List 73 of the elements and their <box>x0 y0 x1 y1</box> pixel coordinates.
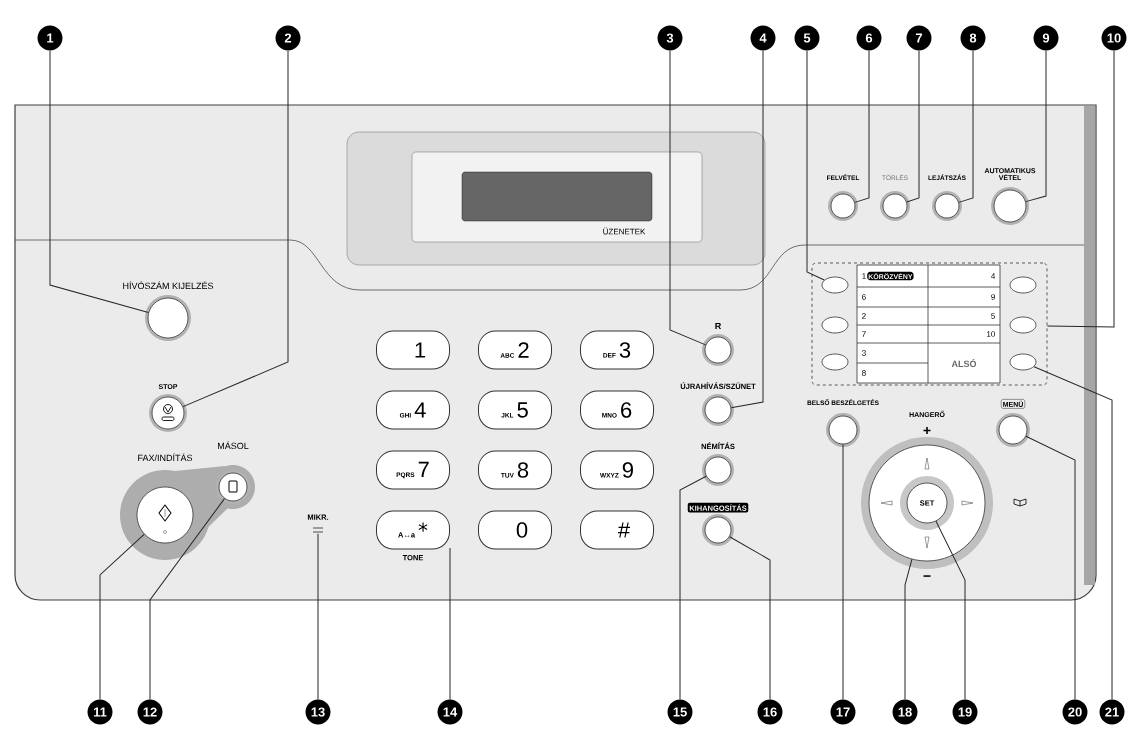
leader-line <box>317 533 319 700</box>
leader-line <box>842 443 844 700</box>
one-touch-button <box>1009 353 1037 371</box>
leader-line <box>1025 50 1047 203</box>
cell-label: 2 <box>862 313 866 319</box>
minus-sign: − <box>923 575 931 577</box>
callout-number: 10 <box>1101 25 1127 51</box>
labeled-button: R <box>702 322 734 366</box>
callout-number: 6 <box>856 25 882 51</box>
one-touch-button <box>1009 316 1037 334</box>
keypad-key: # <box>580 510 654 550</box>
node-label: MÁSOL <box>217 441 249 450</box>
leader-line <box>1025 435 1076 700</box>
one-touch-button <box>1009 276 1037 294</box>
callout-number: 18 <box>892 699 918 725</box>
cell-label: 6 <box>862 294 866 300</box>
cell-label: ALSÓ <box>951 358 977 368</box>
cell-label: 8 <box>862 370 866 376</box>
callout-number: 19 <box>952 699 978 725</box>
one-touch-button <box>821 316 849 334</box>
node-label: R <box>715 322 722 330</box>
leader-line <box>669 50 707 346</box>
cell-label: 10 <box>987 331 995 337</box>
leader-line <box>854 50 870 203</box>
cell-label: 9 <box>991 294 995 300</box>
labeled-button: HÍVÓSZÁM KIJELZÉS <box>123 281 214 341</box>
callout-number: 20 <box>1062 699 1088 725</box>
callout-number: 15 <box>667 699 693 725</box>
node-label: FAX/INDÍTÁS <box>138 453 193 462</box>
callout-number: 13 <box>305 699 331 725</box>
cell-label: 3 <box>862 350 866 356</box>
callout-number: 3 <box>657 25 683 51</box>
display-label: ÜZENETEK <box>603 227 646 235</box>
callout-number: 7 <box>906 25 932 51</box>
leader-line <box>806 50 825 281</box>
callout-number: 14 <box>437 699 463 725</box>
cell-label: 5 <box>991 313 995 319</box>
leader-line <box>182 50 289 408</box>
keypad-key: 0 <box>478 510 552 550</box>
dashed-frame <box>811 262 1048 386</box>
leader-line <box>99 533 145 700</box>
cell-label: 1 <box>862 273 866 279</box>
callout-number: 1 <box>37 25 63 51</box>
plus-sign: + <box>923 426 931 434</box>
leader-line <box>49 50 149 313</box>
leader-line <box>149 498 225 700</box>
callout-number: 16 <box>757 699 783 725</box>
callout-number: 8 <box>960 25 986 51</box>
leader-line <box>730 50 764 409</box>
leader-line <box>906 50 920 203</box>
callout-number: 12 <box>137 699 163 725</box>
node-label: HÍVÓSZÁM KIJELZÉS <box>123 281 214 290</box>
labeled-button: MÁSOL <box>216 441 250 504</box>
leader-line <box>679 475 707 700</box>
leader-line <box>1046 50 1115 328</box>
one-touch-button <box>821 353 849 371</box>
leader-line <box>729 536 771 700</box>
leader-line <box>904 558 913 700</box>
cell-label: 4 <box>991 273 996 279</box>
one-touch-button <box>821 276 849 294</box>
leader-line <box>935 520 966 700</box>
callout-number: 11 <box>87 699 113 725</box>
callout-number: 5 <box>794 25 820 51</box>
leader-line <box>449 547 451 700</box>
leader-line <box>958 50 974 203</box>
callout-number: 2 <box>275 25 301 51</box>
callout-number: 4 <box>750 25 776 51</box>
callout-number: 9 <box>1033 25 1059 51</box>
keypad-key: 1 <box>376 330 450 370</box>
callout-number: 21 <box>1099 699 1125 725</box>
cell-label: 7 <box>862 331 866 337</box>
leader-line <box>1033 366 1113 700</box>
callout-number: 17 <box>830 699 856 725</box>
